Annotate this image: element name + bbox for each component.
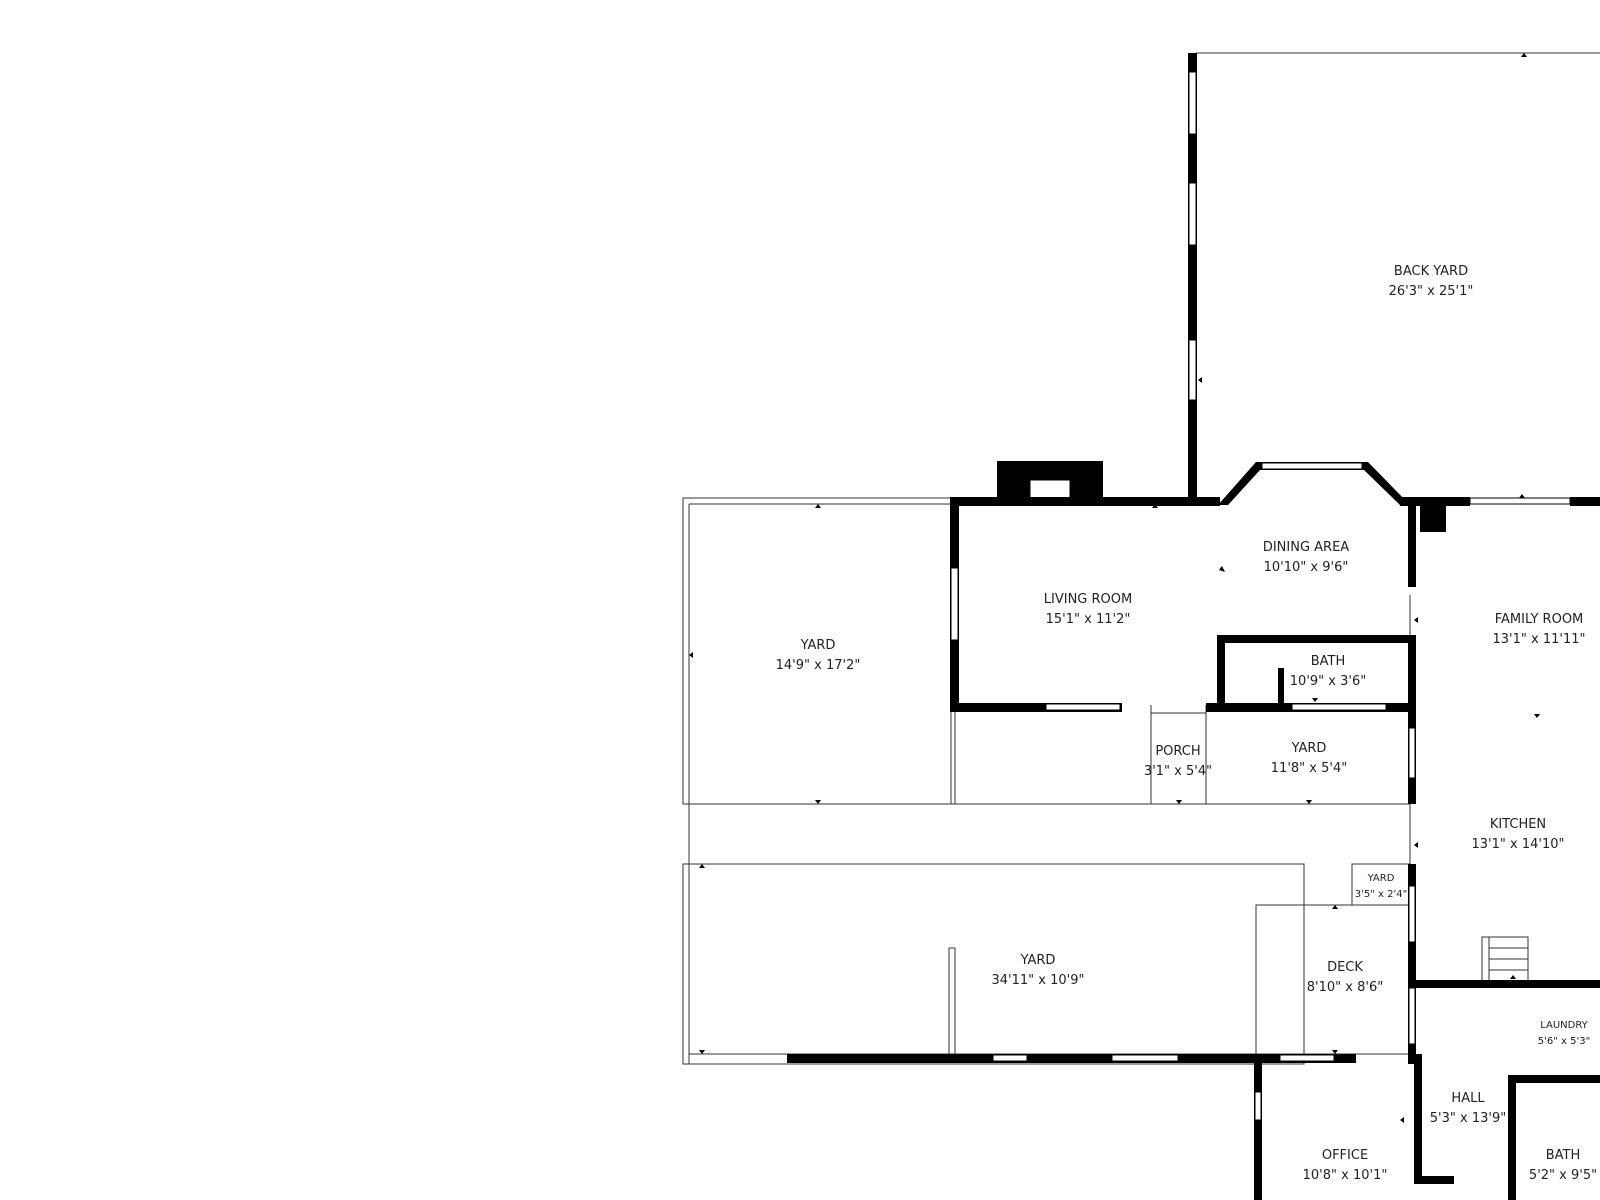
outline-lines	[682, 52, 1600, 1065]
yard-left-name: YARD	[800, 638, 836, 653]
back-yard-name: BACK YARD	[1394, 264, 1468, 279]
porch-dims: 3'1" x 5'4"	[1144, 764, 1212, 779]
yard-bottom-dims: 34'11" x 10'9"	[992, 973, 1085, 988]
office-dims: 10'8" x 10'1"	[1303, 1168, 1388, 1183]
bath-2-dims: 5'2" x 9'5"	[1529, 1168, 1597, 1183]
dining-area-dims: 10'10" x 9'6"	[1264, 560, 1349, 575]
deck-dims: 8'10" x 8'6"	[1307, 980, 1383, 995]
bath-1-name: BATH	[1311, 654, 1346, 669]
yard-mid-name: YARD	[1291, 741, 1327, 756]
room-labels: BACK YARD 26'3" x 25'1" DINING AREA 10'1…	[776, 264, 1597, 1183]
yard-small-name: YARD	[1367, 873, 1395, 884]
windows	[950, 71, 1571, 1121]
porch-name: PORCH	[1155, 744, 1200, 759]
hall-dims: 5'3" x 13'9"	[1430, 1111, 1506, 1126]
dining-area-name: DINING AREA	[1263, 540, 1349, 555]
living-room-name: LIVING ROOM	[1044, 592, 1132, 607]
dimension-markers	[689, 53, 1569, 1123]
yard-left-dims: 14'9" x 17'2"	[776, 658, 861, 673]
yard-bottom-name: YARD	[1020, 953, 1056, 968]
walls	[787, 53, 1600, 1200]
deck-name: DECK	[1327, 960, 1363, 975]
family-room-name: FAMILY ROOM	[1495, 612, 1584, 627]
family-room-dims: 13'1" x 11'11"	[1493, 632, 1586, 647]
laundry-name: LAUNDRY	[1540, 1020, 1588, 1031]
back-yard-dims: 26'3" x 25'1"	[1389, 284, 1474, 299]
hall-name: HALL	[1451, 1091, 1485, 1106]
living-room-dims: 15'1" x 11'2"	[1046, 612, 1131, 627]
yard-small-dims: 3'5" x 2'4"	[1355, 889, 1407, 900]
kitchen-dims: 13'1" x 14'10"	[1472, 837, 1565, 852]
bath-1-dims: 10'9" x 3'6"	[1290, 674, 1366, 689]
bath-2-name: BATH	[1546, 1148, 1581, 1163]
kitchen-name: KITCHEN	[1490, 817, 1546, 832]
yard-mid-dims: 11'8" x 5'4"	[1271, 761, 1347, 776]
laundry-dims: 5'6" x 5'3"	[1538, 1036, 1590, 1047]
office-name: OFFICE	[1322, 1148, 1368, 1163]
